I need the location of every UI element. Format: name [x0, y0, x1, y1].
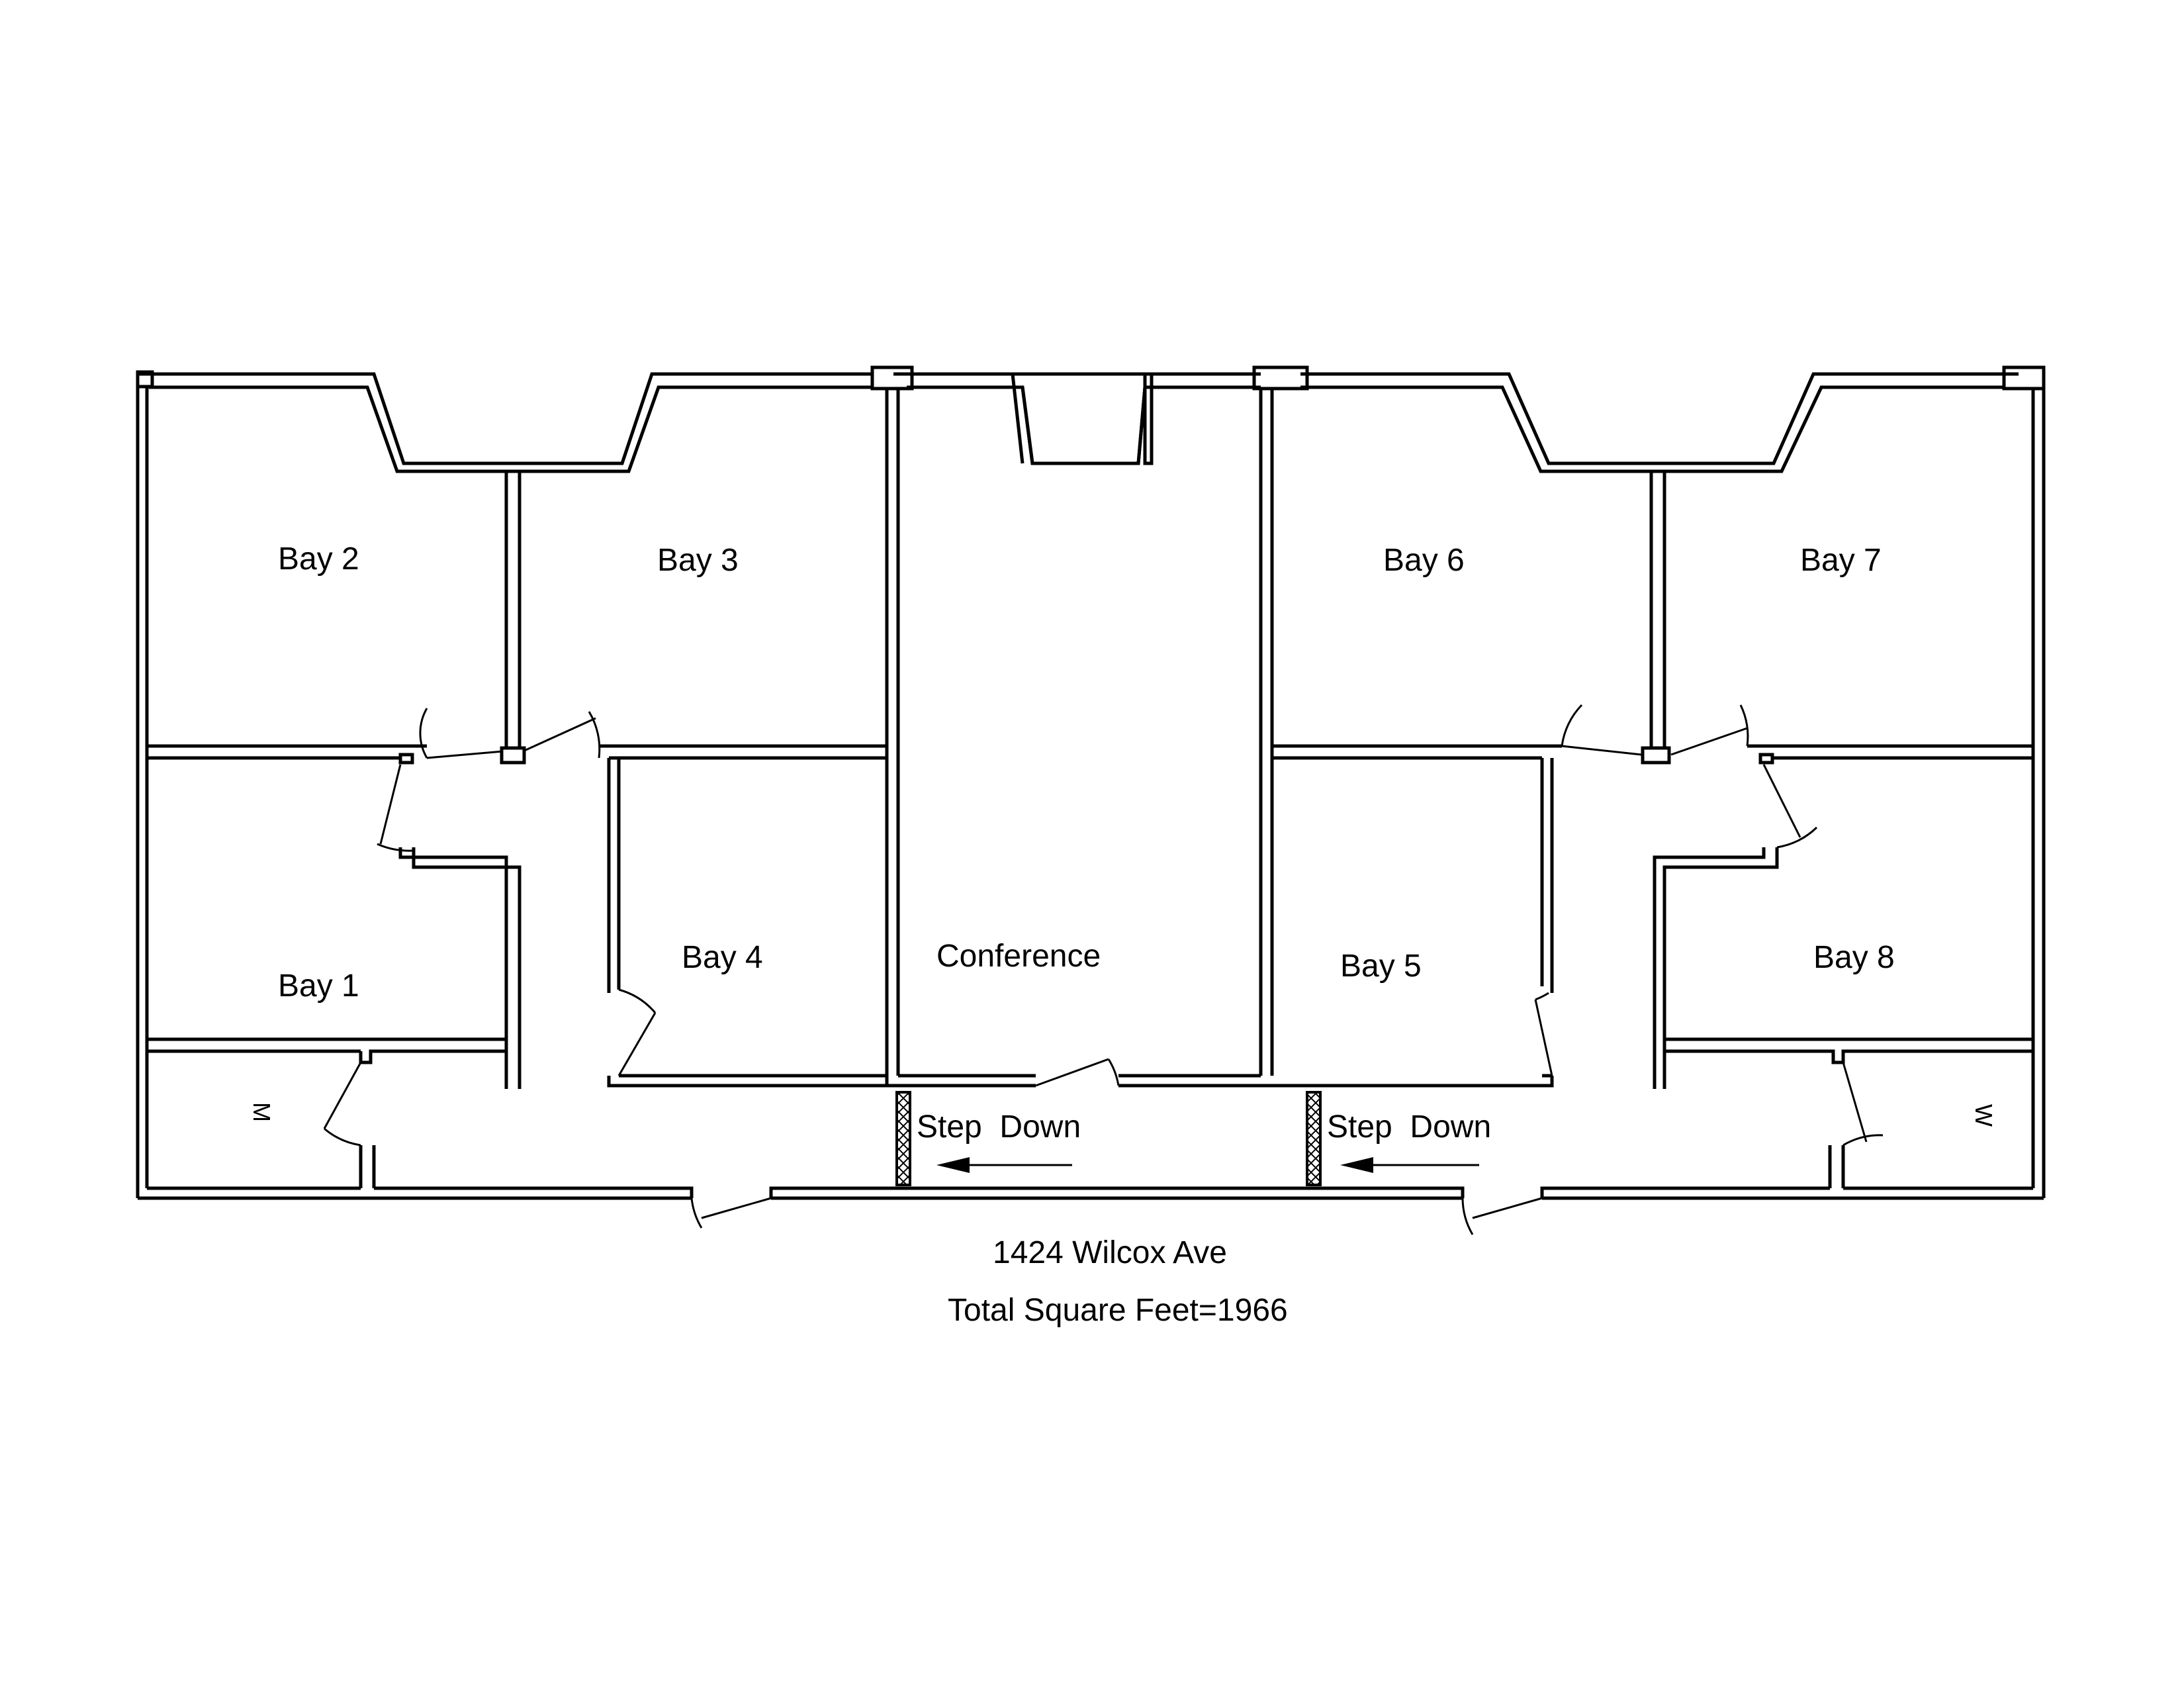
room-label-bay-6: Bay 6	[1383, 543, 1465, 578]
room-label-conference: Conference	[936, 939, 1101, 974]
step-down-label-right: Step Down	[1327, 1109, 1491, 1145]
step-down-arrow-left	[936, 1157, 1072, 1173]
total-area-label: Total Square Feet=1966	[948, 1293, 1288, 1328]
room-label-bay-1: Bay 1	[278, 968, 359, 1004]
address-label: 1424 Wilcox Ave	[993, 1235, 1227, 1270]
room-label-bay-3: Bay 3	[657, 543, 739, 578]
doors	[323, 704, 1884, 1235]
step-down-strip-left	[895, 1091, 911, 1186]
step-down-label-left: Step Down	[917, 1109, 1081, 1145]
room-label-bay-2: Bay 2	[278, 541, 359, 577]
room-label-restroom-w: W	[1970, 1104, 1997, 1127]
interior-walls	[147, 387, 2033, 1190]
room-label-bay-8: Bay 8	[1813, 940, 1895, 975]
room-label-bay-5: Bay 5	[1340, 949, 1422, 984]
room-label-restroom-m: M	[248, 1102, 275, 1122]
room-label-bay-4: Bay 4	[682, 940, 763, 975]
room-label-bay-7: Bay 7	[1800, 543, 1882, 578]
exterior-wall	[136, 365, 2046, 1200]
step-down-strip-right	[1306, 1091, 1322, 1186]
step-down-arrow-right	[1340, 1157, 1479, 1173]
